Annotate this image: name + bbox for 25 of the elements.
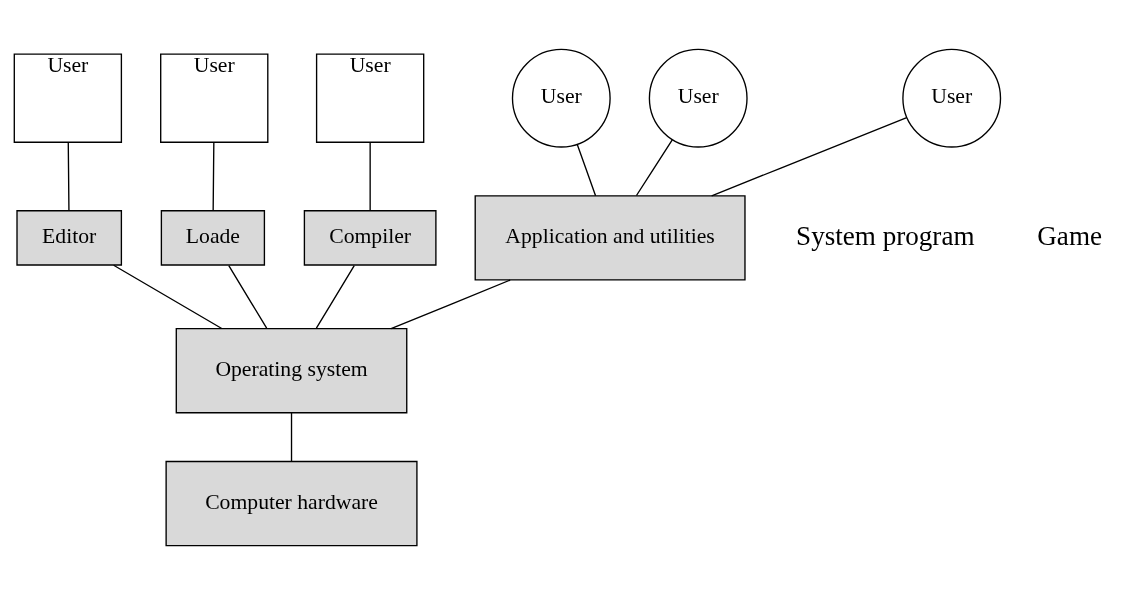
node-box: User [315, 53, 425, 143]
node-box: Operating system [175, 327, 408, 413]
node-circle: User [648, 48, 748, 148]
connector [212, 141, 215, 211]
connector [315, 264, 355, 329]
connector [711, 116, 908, 196]
label: System program [796, 220, 975, 251]
connector [228, 264, 268, 329]
connector [290, 411, 293, 462]
node-box: Application and utilities [474, 194, 746, 281]
connector [369, 141, 371, 211]
node-circle: User [511, 48, 611, 148]
node-circle: User [902, 48, 1002, 148]
connector [390, 278, 511, 329]
node-box: Editor [16, 209, 123, 266]
connector [576, 143, 597, 196]
connector [67, 141, 70, 211]
node-box: Loade [160, 209, 266, 266]
node-box: Computer hardware [165, 460, 418, 546]
connector [635, 138, 673, 196]
node-box: Compiler [303, 209, 437, 266]
node-box: User [13, 53, 123, 143]
label: Game [1037, 220, 1103, 251]
node-box: User [160, 53, 269, 143]
connector [112, 264, 223, 329]
